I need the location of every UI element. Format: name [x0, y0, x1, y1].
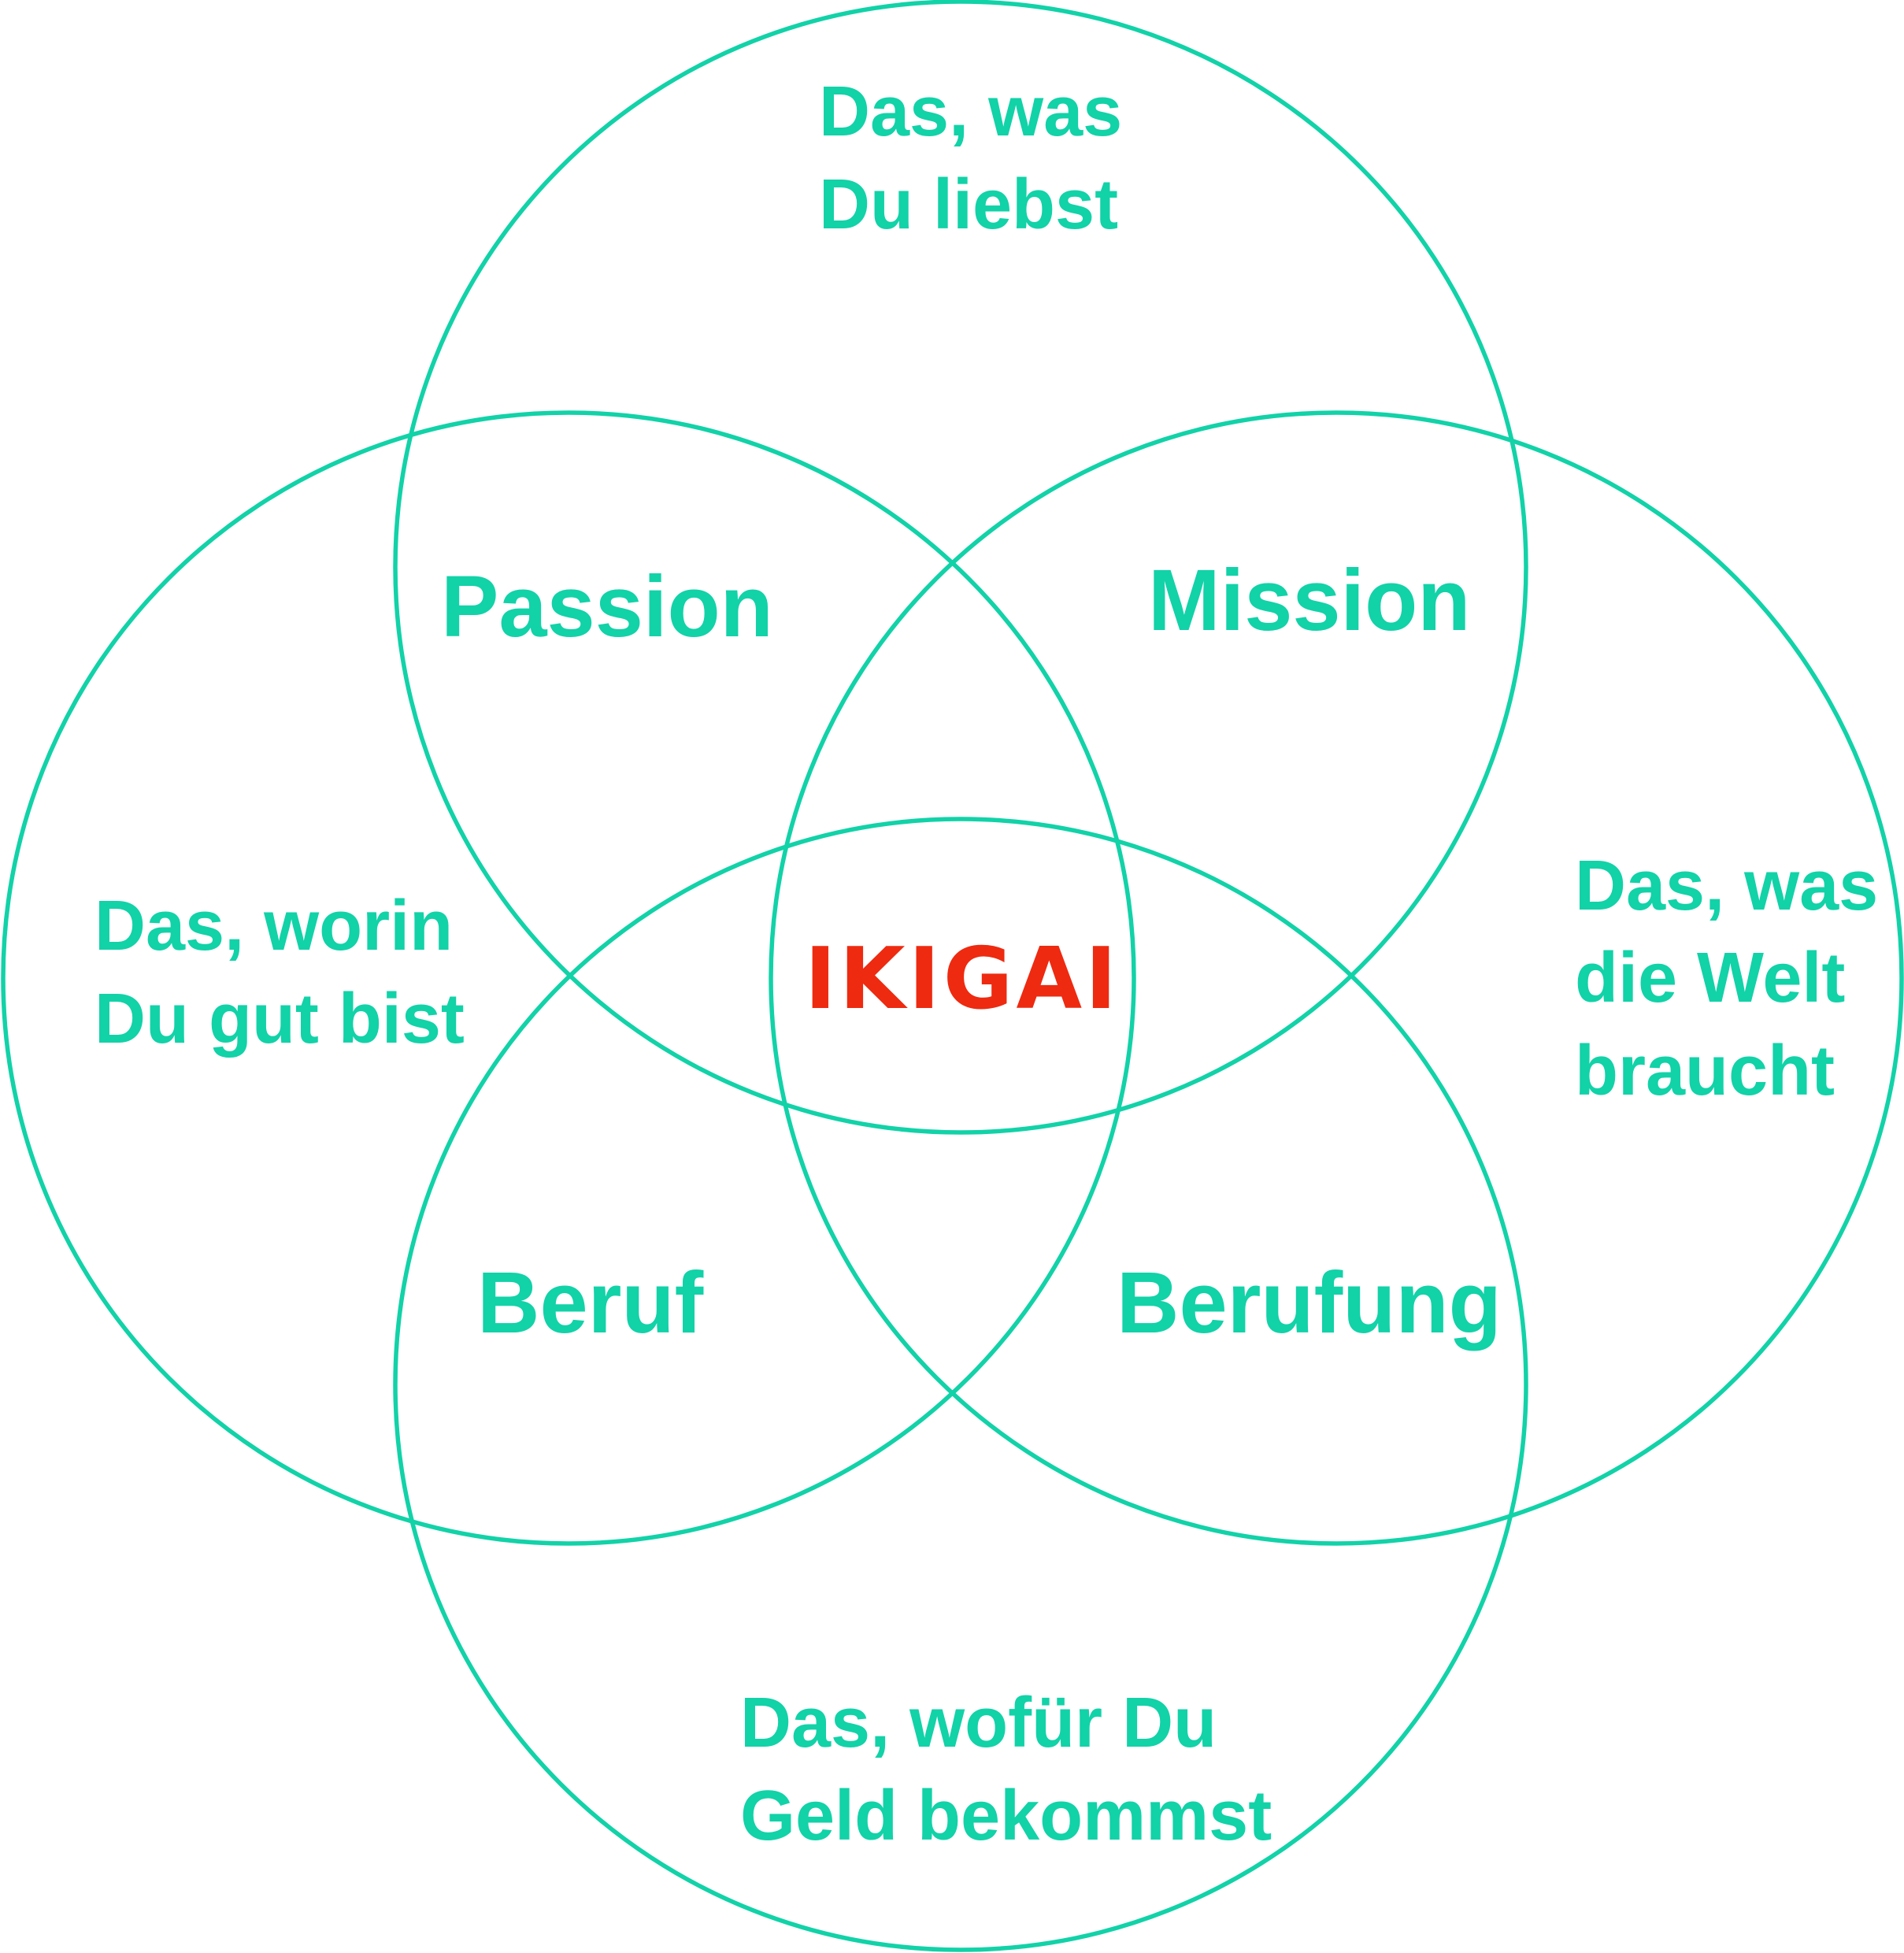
label-what-you-love-line2: Du liebst	[819, 165, 1118, 244]
label-mission: Mission	[1148, 552, 1471, 649]
circle-paid-for	[393, 817, 1528, 1952]
label-what-the-world-needs-line2: die Welt	[1575, 939, 1845, 1017]
label-what-you-love: Das, was Du liebst	[819, 72, 1122, 244]
label-what-the-world-needs: Das, was die Welt braucht	[1575, 847, 1878, 1110]
label-what-you-are-paid-for-line2: Geld bekommst	[740, 1777, 1272, 1855]
label-berufung: Berufung	[1117, 1254, 1502, 1351]
label-passion: Passion	[441, 558, 773, 655]
circle-good-at	[1, 410, 1136, 1546]
circle-world-needs	[769, 410, 1904, 1546]
circle-love	[393, 0, 1528, 1135]
label-ikigai: IKIGAI	[805, 930, 1120, 1028]
label-beruf: Beruf	[477, 1254, 704, 1351]
label-what-the-world-needs-line3: braucht	[1575, 1032, 1835, 1110]
label-what-you-are-paid-for-line1: Das, wofür Du	[740, 1684, 1217, 1762]
label-what-you-are-good-at: Das, worin Du gut bist	[94, 887, 465, 1058]
label-what-the-world-needs-line1: Das, was	[1575, 847, 1878, 925]
label-what-you-are-good-at-line2: Du gut bist	[94, 980, 465, 1058]
label-what-you-love-line1: Das, was	[819, 72, 1122, 151]
label-what-you-are-paid-for: Das, wofür Du Geld bekommst	[740, 1684, 1272, 1855]
label-what-you-are-good-at-line1: Das, worin	[94, 887, 453, 965]
